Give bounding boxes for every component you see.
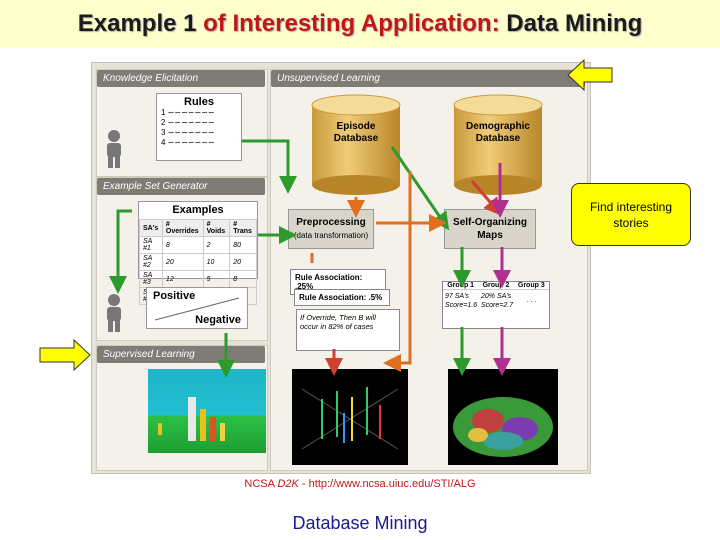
knowledge-elicitation-label: Knowledge Elicitation	[97, 70, 265, 87]
flow-arrows	[109, 139, 511, 378]
rule-line: 1 ∽∽∽∽∽∽∽	[161, 108, 215, 117]
title-part2: of Interesting Application:	[203, 10, 500, 37]
rule-line: 2 ∽∽∽∽∽∽∽	[161, 118, 215, 127]
source-caption: NCSA D2K - http://www.ncsa.uiuc.edu/STI/…	[244, 478, 476, 490]
find-stories-callout: Find interesting stories	[571, 183, 691, 246]
positive-label: Positive	[153, 290, 196, 302]
bar-mark	[200, 409, 206, 441]
pointer-arrow-right	[39, 338, 91, 372]
bar-mark	[210, 417, 216, 441]
slide-title: Example 1 of Interesting Application: Da…	[78, 10, 643, 38]
rule-line: 3 ∽∽∽∽∽∽∽	[161, 128, 215, 137]
rule-plot-graphic	[301, 387, 399, 450]
data-mining-diagram: Knowledge Elicitation Example Set Genera…	[91, 62, 591, 474]
rule-visualization	[292, 369, 408, 465]
rule-association-box: Rule Association: .5%	[294, 289, 390, 306]
person-icon	[107, 294, 121, 332]
negative-label: Negative	[195, 314, 241, 326]
examples-title: Examples	[172, 204, 224, 216]
supervised-label: Supervised Learning	[97, 346, 265, 363]
rules-card: Rules 1 ∽∽∽∽∽∽∽ 2 ∽∽∽∽∽∽∽ 3 ∽∽∽∽∽∽∽ 4 ∽∽…	[156, 93, 242, 161]
title-part3: Data Mining	[506, 10, 643, 37]
bar-mark	[158, 423, 162, 435]
footer-label: Database Mining	[292, 513, 428, 533]
rule-note: If Override, Then B will occur in 82% of…	[296, 309, 400, 351]
person-icon	[107, 130, 121, 168]
pointer-arrow-left	[567, 58, 613, 92]
bar-mark	[220, 423, 225, 441]
rule-line: 4 ∽∽∽∽∽∽∽	[161, 138, 215, 147]
supervised-visual	[148, 369, 266, 453]
episode-database-icon	[311, 94, 401, 195]
unsupervised-label: Unsupervised Learning	[271, 70, 585, 87]
divider-line	[154, 297, 240, 321]
som-plot-graphic	[453, 397, 553, 457]
example-set-label: Example Set Generator	[97, 178, 265, 195]
title-part1: Example 1	[77, 10, 197, 37]
demographic-database-icon	[453, 94, 543, 195]
rules-title: Rules	[184, 96, 214, 108]
bar-mark	[188, 397, 196, 441]
positive-negative-card: Positive Negative	[146, 287, 248, 329]
som-visualization	[448, 369, 558, 465]
title-bar: Example 1 of Interesting Application: Da…	[0, 0, 720, 48]
